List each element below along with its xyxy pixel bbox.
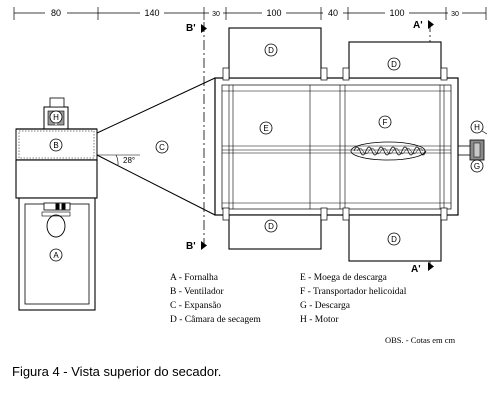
furnace-letters: H B A — [53, 113, 59, 260]
letter-h-motor-2: H — [474, 123, 480, 132]
screw-conveyor — [350, 141, 427, 161]
outlet-letters: H G — [474, 123, 480, 171]
letter-d-chamber-1: D — [268, 46, 274, 55]
angle-label: 28° — [123, 156, 135, 165]
obs-note: OBS. - Cotas em cm — [385, 335, 456, 345]
outlet-assembly — [458, 120, 488, 173]
chamber-letters: D D D D — [264, 43, 401, 246]
section-mark-b-top: B' — [186, 23, 196, 34]
letter-d-chamber-2: D — [391, 60, 397, 69]
letter-d-chamber-3: D — [268, 222, 274, 231]
legend: A - Fornalha B - Ventilador C - Expansão… — [170, 273, 407, 325]
dim-label-4: 100 — [266, 8, 281, 18]
chamber-connectors — [222, 67, 448, 221]
dim-label-7: 30 — [451, 11, 459, 18]
letter-f-circle — [378, 115, 392, 129]
section-marks: B' B' A' A' — [186, 20, 434, 275]
section-mark-b-bottom: B' — [186, 241, 196, 252]
furnace-assembly — [15, 97, 98, 311]
legend-item-b: B - Ventilador — [170, 287, 224, 297]
dryer-body — [214, 77, 459, 216]
dim-label-6: 100 — [389, 8, 404, 18]
legend-item-e: E - Moega de descarga — [300, 273, 388, 283]
letter-g-outlet: G — [474, 162, 480, 171]
legend-item-h: H - Motor — [300, 315, 339, 325]
dim-label-1: 80 — [51, 8, 61, 18]
legend-item-a: A - Fornalha — [170, 273, 219, 283]
dim-label-5: 40 — [328, 8, 338, 18]
dimension-labels: 80 140 30 100 40 100 30 — [45, 7, 462, 19]
legend-item-d: D - Câmara de secagem — [170, 315, 261, 325]
legend-item-c: C - Expansão — [170, 301, 221, 311]
letter-d-chamber-4: D — [391, 235, 397, 244]
dimension-line — [13, 7, 487, 20]
letter-e-circle — [259, 121, 273, 135]
letter-h-motor: H — [53, 113, 59, 122]
section-mark-a-bottom: A' — [411, 264, 421, 275]
section-mark-a-top: A' — [413, 20, 423, 31]
letter-a-furnace: A — [53, 251, 59, 260]
letter-f-conveyor: F — [383, 118, 388, 127]
dim-label-3: 30 — [212, 11, 220, 18]
letter-c-expansion: C — [159, 143, 165, 152]
letter-e-hopper: E — [263, 124, 268, 133]
chamber-bottom-left — [228, 214, 322, 250]
letter-b-fan: B — [53, 141, 58, 150]
figure-caption: Figura 4 - Vista superior do secador. — [12, 364, 222, 379]
legend-item-f: F - Transportador helicoidal — [300, 287, 407, 297]
letter-c-circle — [155, 140, 169, 154]
dim-label-2: 140 — [144, 8, 159, 18]
legend-item-g: G - Descarga — [300, 301, 351, 311]
